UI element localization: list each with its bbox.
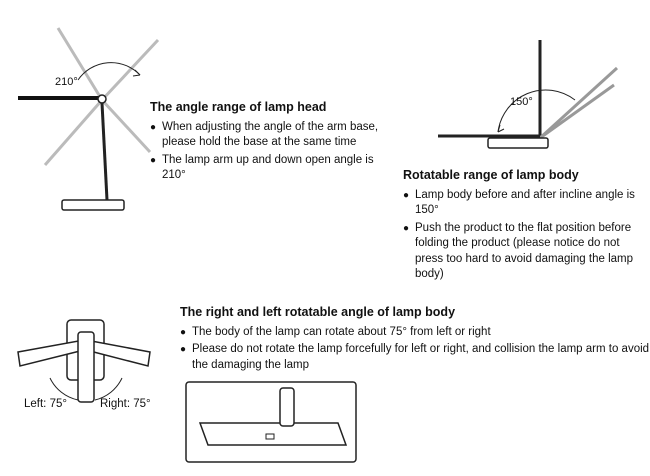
body-bullet: Push the product to the flat position be… bbox=[403, 221, 643, 283]
head-angle-title: The angle range of lamp head bbox=[150, 100, 327, 114]
base-photo bbox=[185, 381, 357, 463]
head-bullet: The lamp arm up and down open angle is 2… bbox=[150, 153, 400, 184]
body-angle-title: Rotatable range of lamp body bbox=[403, 168, 579, 182]
lamp-head-diagram bbox=[18, 27, 160, 211]
right-angle-label: Right: 75° bbox=[100, 398, 151, 410]
lamp-body-diagram bbox=[438, 40, 619, 149]
head-angle-section: The angle range of lamp head When adjust… bbox=[150, 100, 400, 186]
head-angle-label: 210° bbox=[55, 76, 78, 88]
body-bullet: Lamp body before and after incline angle… bbox=[403, 188, 643, 219]
body-angle-section: Rotatable range of lamp body Lamp body b… bbox=[403, 168, 643, 285]
left-angle-label: Left: 75° bbox=[24, 398, 67, 410]
lamp-rotation-diagram bbox=[17, 319, 151, 403]
rotation-section: The right and left rotatable angle of la… bbox=[180, 305, 650, 375]
rotation-bullet: The body of the lamp can rotate about 75… bbox=[180, 325, 650, 341]
rotation-bullet: Please do not rotate the lamp forcefully… bbox=[180, 342, 650, 373]
body-angle-label: 150° bbox=[510, 96, 533, 108]
rotation-title: The right and left rotatable angle of la… bbox=[180, 305, 456, 319]
head-bullet: When adjusting the angle of the arm base… bbox=[150, 120, 400, 151]
